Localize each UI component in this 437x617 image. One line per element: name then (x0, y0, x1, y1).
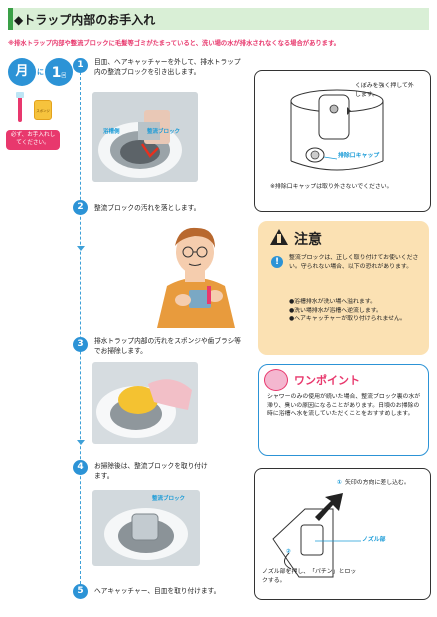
photo-1-label-a: 浴槽側 (103, 129, 120, 135)
warning-note: ※排水トラップ内部や整流ブロックに毛髪等ゴミがたまっていると、洗い場の水が排水さ… (8, 40, 340, 47)
connector-arrow-icon (77, 246, 85, 251)
step-1-text: 目皿、ヘアキャッチャーを外して、排水トラップ内の整流ブロックを引き出します。 (94, 58, 241, 76)
section-title: ◆トラップ内部のお手入れ (14, 13, 156, 27)
diagram-4-step-a: 矢印の方向に差し込む。 (345, 480, 410, 486)
info-icon: ! (271, 256, 283, 268)
caution-bullets: ●浴槽排水が洗い場へ溢れます。 ●洗い場排水が浴槽へ逆流します。 ●ヘアキャッチ… (289, 298, 423, 324)
step-a-marker: ① (337, 480, 342, 486)
onepoint-badge-icon (264, 369, 288, 391)
step-2-text: 整流ブロックの汚れを落とします。 (94, 204, 201, 212)
warning-triangle-mark (277, 234, 281, 243)
man-cleaning-icon (157, 227, 235, 328)
caution-bullet: ●洗い場排水が浴槽へ逆流します。 (289, 307, 382, 314)
step-4-text: お掃除後は、整流ブロックを取り付けます。 (94, 462, 208, 480)
step-3-photo (92, 362, 198, 444)
frequency-badge: 月 に 1回 (8, 58, 73, 88)
ni-label: に (37, 68, 44, 76)
toothbrush-icon (18, 94, 22, 122)
diagram-4-box (254, 468, 431, 600)
step-4-number: 4 (73, 460, 88, 475)
step-5-text: ヘアキャッチャー、目皿を取り付けます。 (94, 587, 221, 595)
diagram-1-callout: くぼみを強く押して外します。 (355, 83, 414, 98)
diagram-1-note: ※排除口キャップは取り外さないでください。 (270, 184, 393, 190)
photo-4-label: 整流ブロック (152, 496, 186, 502)
onepoint-title: ワンポイント (294, 374, 360, 387)
onepoint-text: シャワーのみの使用が続いた場合、整流ブロック裏の水が滞り、臭いの原因になることが… (267, 394, 421, 418)
caution-bullet: ●浴槽排水が洗い場へ溢れます。 (289, 299, 377, 305)
step-b-marker: ② (286, 549, 291, 555)
step-2-number: 2 (73, 200, 88, 215)
count-circle: 1回 (45, 58, 73, 86)
caution-text: 整流ブロックは、正しく取り付けてお使いください。守られない場合、以下の恐れがあり… (289, 255, 419, 270)
step-connector (80, 72, 81, 584)
photo-1-label-b: 整流ブロック (147, 129, 181, 135)
caution-title: 注意 (294, 232, 322, 248)
step-1-photo (92, 92, 198, 182)
caution-bullet: ●ヘアキャッチャーが取り付けられません。 (289, 316, 406, 323)
must-clean-note: 必ず、お手入れしてください。 (6, 130, 60, 150)
step-4-photo (92, 490, 200, 566)
count-number: 1 (51, 65, 62, 81)
drain-photo-1 (92, 92, 198, 182)
nozzle-label: ノズル部 (362, 537, 386, 543)
insert-block-diagram (272, 493, 361, 578)
section-header (8, 8, 429, 30)
month-circle: 月 (8, 58, 36, 86)
sponge-label: スポンジ (36, 109, 50, 113)
man-cleaning-illustration (145, 218, 245, 328)
drain-cap-diagram (290, 89, 384, 171)
sponge-icon: スポンジ (34, 100, 52, 120)
step-5-number: 5 (73, 584, 88, 599)
step-1-number: 1 (73, 58, 88, 73)
sponge-cleaning-photo (92, 362, 198, 444)
drain-cap-label: 排除口キャップ (338, 153, 380, 159)
toothbrush-head-icon (16, 92, 24, 98)
step-3-text: 排水トラップ内部の汚れをスポンジや歯ブラシ等でお掃除します。 (94, 337, 241, 355)
diagram-4-step-b: ノズル部を押し、「パチン」とロックする。 (262, 569, 357, 584)
drain-photo-4 (92, 490, 200, 566)
kai-label: 回 (61, 73, 67, 79)
step-3-number: 3 (73, 337, 88, 352)
connector-arrow-icon (77, 440, 85, 445)
diagram-1-box (254, 70, 431, 212)
